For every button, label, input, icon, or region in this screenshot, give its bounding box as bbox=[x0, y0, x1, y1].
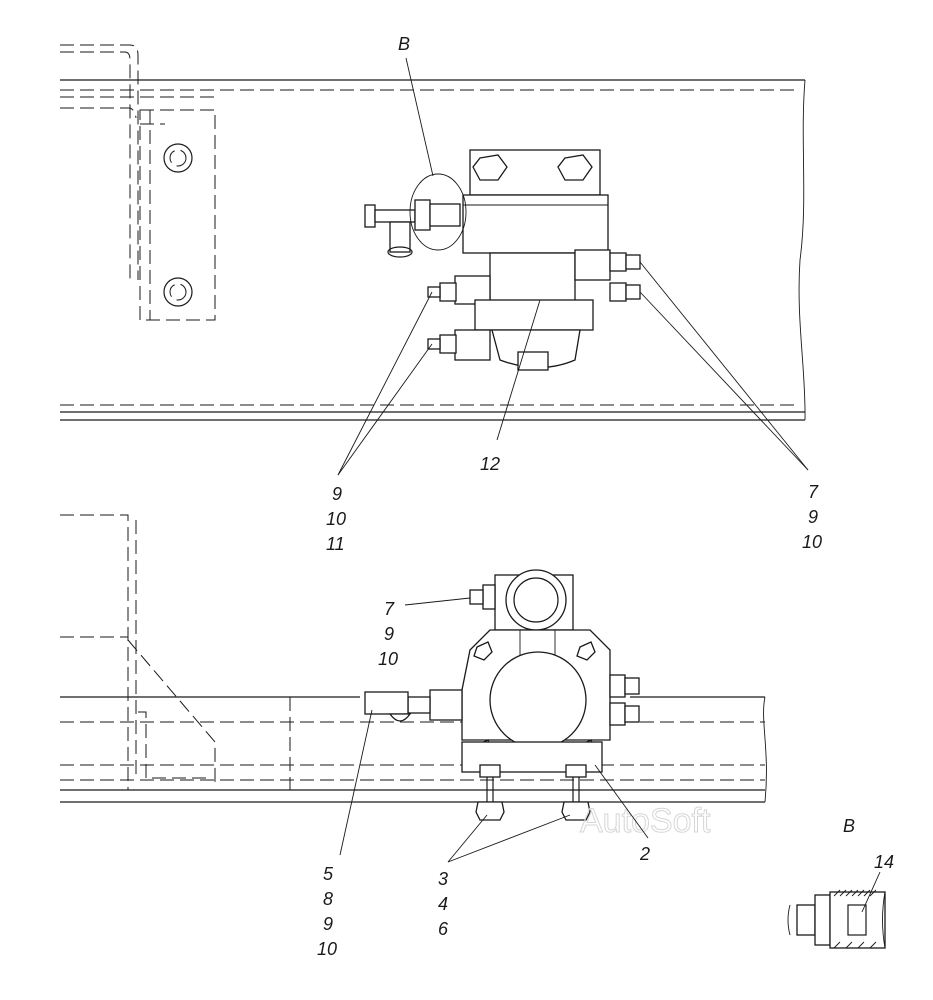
callout-10-top-left: 10 bbox=[326, 509, 346, 529]
callout-11-top-left: 11 bbox=[326, 534, 345, 554]
callout-3: 3 bbox=[438, 869, 448, 889]
callout-14: 14 bbox=[874, 852, 894, 872]
callout-10-bottom-left: 10 bbox=[317, 939, 337, 959]
top-view: В 12 9 10 11 7 9 10 bbox=[60, 34, 822, 554]
detail-view-b: В 14 bbox=[787, 816, 894, 949]
leader-lines-top bbox=[337, 57, 809, 476]
callout-9-top-right: 9 bbox=[808, 507, 818, 527]
callout-5: 5 bbox=[323, 864, 334, 884]
leader-lines-bottom bbox=[339, 597, 649, 863]
mounting-bracket-bottom bbox=[60, 514, 216, 790]
bottom-view: AutoSoft 7 9 10 5 8 9 10 3 4 6 2 bbox=[60, 514, 767, 959]
callout-9-bottom-left: 9 bbox=[323, 914, 333, 934]
frame-rail-bottom bbox=[60, 696, 767, 803]
callout-9-bottom: 9 bbox=[384, 624, 394, 644]
callout-12: 12 bbox=[480, 454, 500, 474]
callout-8: 8 bbox=[323, 889, 333, 909]
callout-9-top-left: 9 bbox=[332, 484, 342, 504]
detail-title: В bbox=[843, 816, 855, 836]
callout-4: 4 bbox=[438, 894, 448, 914]
mounting-bracket-top bbox=[60, 44, 216, 321]
detail-circle bbox=[409, 173, 467, 251]
view-b-label: В bbox=[398, 34, 410, 54]
callout-10-bottom: 10 bbox=[378, 649, 398, 669]
callout-2: 2 bbox=[639, 844, 650, 864]
callout-6: 6 bbox=[438, 919, 449, 939]
callout-7-bottom: 7 bbox=[384, 599, 395, 619]
valve-assembly-top bbox=[364, 149, 641, 371]
valve-assembly-bottom bbox=[364, 569, 640, 821]
callout-7-top-right: 7 bbox=[808, 482, 819, 502]
frame-rail-top bbox=[60, 79, 806, 421]
callout-10-top-right: 10 bbox=[802, 532, 822, 552]
